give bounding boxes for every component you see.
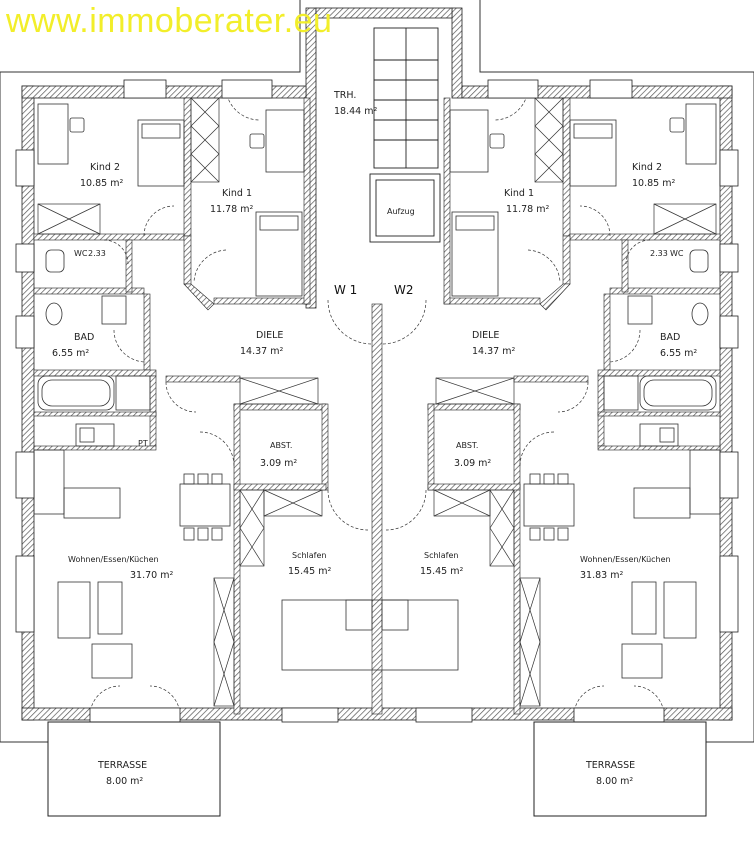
terraces	[47, 721, 707, 817]
left-schlafen-area: 15.45 m²	[288, 566, 331, 577]
left-wohnen-area: 31.70 m²	[130, 570, 173, 581]
right-bad-name: BAD	[660, 332, 680, 343]
left-wc-area: 2.33	[88, 249, 106, 258]
right-kind2-area: 10.85 m²	[632, 178, 675, 189]
left-terrasse-name: TERRASSE	[97, 760, 147, 771]
right-schlafen-area: 15.45 m²	[420, 566, 463, 577]
interior-walls-right	[427, 97, 721, 715]
right-bad-area: 6.55 m²	[660, 348, 697, 359]
left-pt-label: PT	[138, 439, 148, 448]
right-schlafen-name: Schlafen	[424, 551, 458, 560]
stair-area: 18.44 m²	[334, 106, 377, 117]
left-kind2-name: Kind 2	[90, 162, 120, 173]
left-kind1-name: Kind 1	[222, 188, 252, 199]
elevator-name: Aufzug	[387, 207, 415, 216]
right-wohnen-area: 31.83 m²	[580, 570, 623, 581]
interior-walls-left	[33, 97, 383, 715]
left-terrasse-area: 8.00 m²	[106, 776, 143, 787]
left-bad-name: BAD	[74, 332, 94, 343]
left-kind1-area: 11.78 m²	[210, 204, 253, 215]
left-bad-area: 6.55 m²	[52, 348, 89, 359]
right-terrasse-area: 8.00 m²	[596, 776, 633, 787]
right-wohnen-name: Wohnen/Essen/Küchen	[580, 555, 671, 564]
right-wc-area: 2.33	[650, 249, 668, 258]
watermark: www.immoberater.eu	[6, 2, 333, 40]
room-labels: TRH. 18.44 m² Aufzug W 1 W2 Kind 2 10.85…	[52, 90, 697, 787]
w1-label: W 1	[334, 283, 357, 297]
left-schlafen-name: Schlafen	[292, 551, 326, 560]
elevator-stairs	[369, 27, 441, 243]
right-diele-name: DIELE	[472, 330, 499, 341]
roof-lines	[0, 0, 754, 743]
left-diele-area: 14.37 m²	[240, 346, 283, 357]
stair-tower-walls	[305, 7, 463, 309]
right-wc-name: WC	[670, 249, 684, 258]
left-kind2-area: 10.85 m²	[80, 178, 123, 189]
left-abst-name: ABST.	[270, 441, 292, 450]
right-kind1-area: 11.78 m²	[506, 204, 549, 215]
windows	[15, 79, 739, 723]
stair-name: TRH.	[333, 90, 356, 101]
right-terrasse-name: TERRASSE	[585, 760, 635, 771]
left-abst-area: 3.09 m²	[260, 458, 297, 469]
left-diele-name: DIELE	[256, 330, 283, 341]
left-wc-name: WC	[74, 249, 88, 258]
w2-label: W2	[394, 283, 414, 297]
right-abst-name: ABST.	[456, 441, 478, 450]
right-abst-area: 3.09 m²	[454, 458, 491, 469]
left-wohnen-name: Wohnen/Essen/Küchen	[68, 555, 159, 564]
right-kind1-name: Kind 1	[504, 188, 534, 199]
right-kind2-name: Kind 2	[632, 162, 662, 173]
furniture	[33, 103, 721, 679]
closets	[37, 97, 717, 707]
right-diele-area: 14.37 m²	[472, 346, 515, 357]
chairs	[183, 473, 569, 541]
